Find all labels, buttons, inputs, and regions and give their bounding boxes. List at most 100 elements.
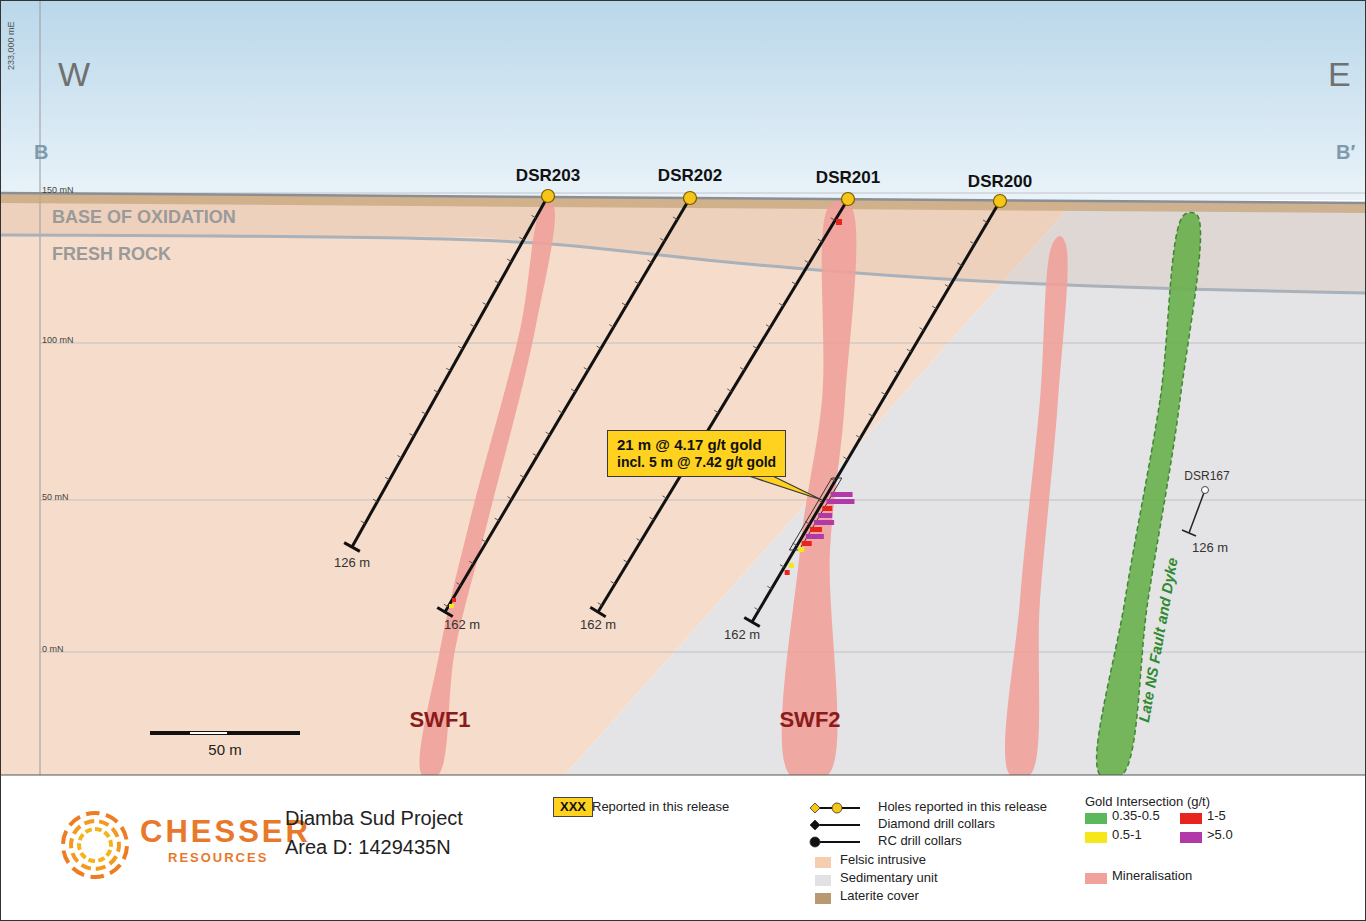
gold-intercept: [836, 219, 842, 225]
depth-tick: [945, 285, 949, 288]
depth-tick: [611, 581, 615, 584]
logo-arc: [86, 811, 100, 816]
depth-tick: [881, 392, 885, 395]
logo-arc: [99, 819, 110, 826]
axis-label: 100 mN: [42, 335, 74, 345]
legend-text: Felsic intrusive: [840, 853, 926, 868]
sky: [0, 0, 1366, 200]
section-label: Reported in this release: [592, 800, 729, 815]
depth-tick: [361, 521, 365, 523]
gold-intercept: [802, 541, 812, 546]
logo-arc: [108, 839, 113, 846]
legend-panel: [0, 775, 1366, 921]
depth-tick: [856, 435, 860, 438]
gold-intercept: [806, 534, 824, 539]
legend-text: RC drill collars: [878, 834, 962, 849]
logo-arc: [109, 863, 122, 875]
logo-arc: [71, 853, 80, 864]
depth-tick: [546, 432, 550, 435]
depth-tick: [843, 457, 847, 460]
depth-tick: [446, 368, 450, 370]
legend-swatch: [1180, 813, 1202, 824]
logo: [61, 811, 129, 879]
axis-label: 150 mN: [42, 185, 74, 195]
logo-arc: [78, 833, 85, 841]
legend-text: 0.5-1: [1112, 828, 1142, 843]
hole-label: DSR203: [516, 166, 580, 186]
logo-arc: [79, 852, 86, 860]
gold-intercept: [452, 598, 456, 602]
logo-arc: [80, 863, 91, 870]
depth-tick: [457, 583, 461, 586]
gold-intercept: [449, 604, 454, 608]
gold-intercept: [826, 499, 854, 504]
callout-box: 21 m @ 4.17 g/t goldincl. 5 m @ 7.42 g/t…: [607, 430, 786, 477]
hole-label: DSR202: [658, 166, 722, 186]
depth-tick: [753, 346, 757, 349]
oxidation-line: [0, 235, 1366, 293]
legend-text: Holes reported in this release: [878, 800, 1047, 815]
depth-tick: [609, 325, 613, 328]
hole-end: [590, 607, 605, 616]
depth-tick: [662, 496, 666, 499]
legend-swatch: [815, 893, 831, 904]
depth-tick: [584, 368, 588, 371]
depth-tick: [755, 608, 759, 611]
gold-intercept: [818, 513, 832, 518]
hole-end: [1182, 530, 1196, 536]
depth-tick: [482, 540, 486, 543]
logo-arc: [84, 819, 95, 825]
legend-line: [815, 841, 860, 843]
depth-tick: [660, 238, 664, 241]
gold-intercept: [822, 506, 832, 511]
fault-dyke: [1097, 212, 1201, 779]
section-label: 50 m: [208, 741, 241, 758]
legend-text: Sedimentary unit: [840, 871, 938, 886]
gold-intercept: [814, 520, 834, 525]
section-label: RESOURCES: [168, 851, 268, 866]
depth-tick: [907, 349, 911, 352]
depth-tick: [385, 477, 389, 479]
depth-tick: [495, 518, 499, 521]
depth-tick: [495, 281, 499, 283]
logo-arc: [105, 813, 118, 823]
hole-label: DSR200: [968, 172, 1032, 192]
legend-text: Mineralisation: [1112, 869, 1192, 884]
depth-tick: [597, 346, 601, 349]
panel-border: [0, 775, 1366, 776]
depth-tick: [622, 303, 626, 306]
callout-text: 21 m @ 4.17 g/t gold: [617, 436, 776, 454]
axis-label: BASE OF OXIDATION: [52, 207, 236, 228]
depth-tick: [373, 499, 377, 501]
depth-tick: [531, 215, 535, 217]
drill-hole: [598, 199, 848, 612]
depth-tick: [598, 603, 602, 606]
legend-samples: [810, 803, 1202, 904]
depth-tick: [635, 282, 639, 285]
rc-collar: [994, 195, 1007, 208]
depth-tick: [397, 455, 401, 457]
axis-label: 50 mN: [42, 492, 69, 502]
axis-label: W: [58, 55, 90, 94]
depth-tick: [650, 517, 654, 520]
depth-tick: [444, 604, 448, 607]
depth-tick: [727, 389, 731, 392]
section-label: SWF2: [779, 707, 840, 732]
logo-arc: [61, 830, 68, 844]
depth-tick: [410, 434, 414, 436]
depth-tick: [767, 586, 771, 589]
depth-tick: [507, 497, 511, 500]
drill-hole: [445, 198, 690, 612]
legend-swatch: [1180, 832, 1202, 843]
depth-tick: [792, 282, 796, 285]
depth-tick: [766, 325, 770, 328]
depth-tick: [648, 260, 652, 263]
axis-line: [40, 0, 41, 775]
drill-hole: [352, 196, 548, 547]
depth-tick: [483, 303, 487, 305]
logo-arc: [90, 874, 104, 879]
section-label: Diamba Sud Project: [285, 807, 463, 830]
depth-tick: [818, 239, 822, 242]
legend-circle: [832, 803, 842, 813]
